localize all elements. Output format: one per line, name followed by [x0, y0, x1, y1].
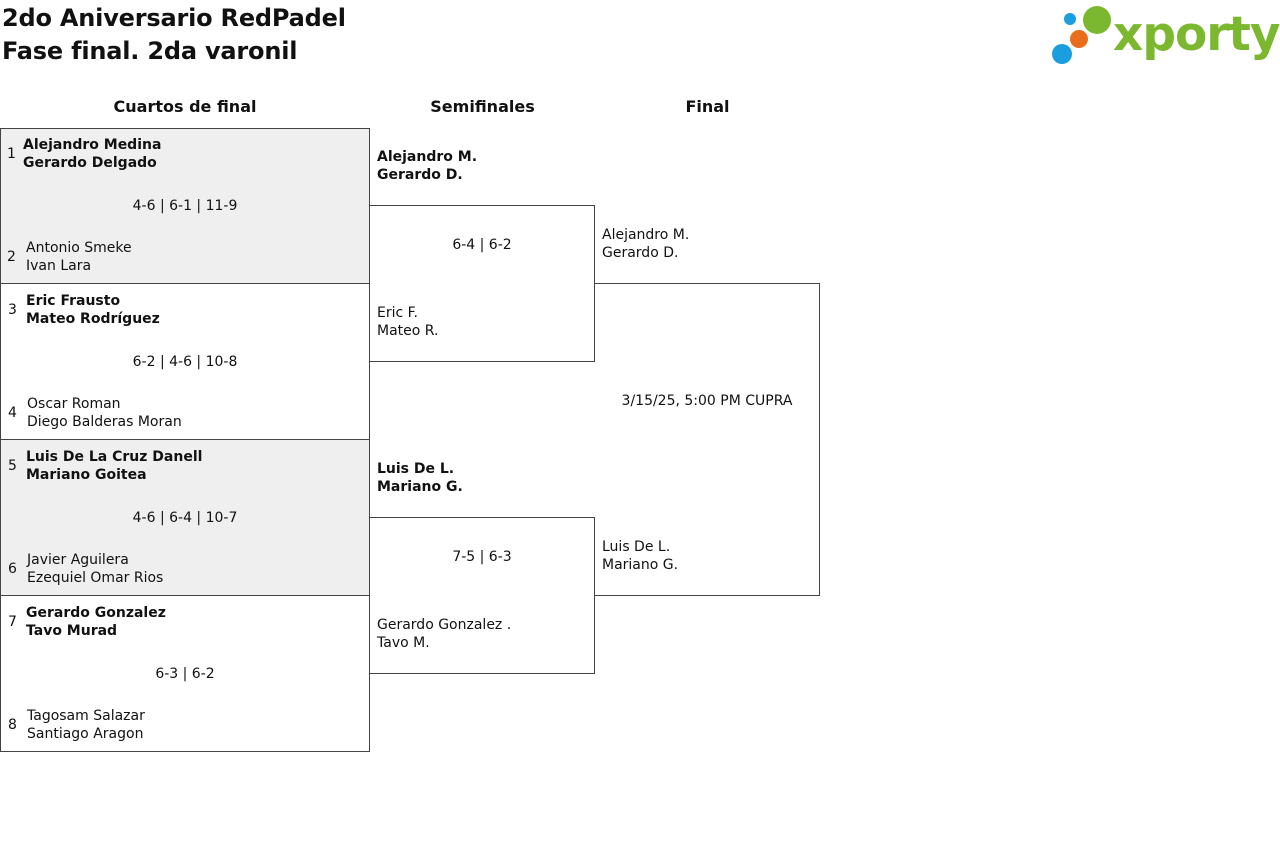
team-loser[interactable]: Gerardo Gonzalez . Tavo M.	[377, 616, 511, 652]
seed-number: 2	[7, 249, 16, 265]
player-name: Tagosam Salazar	[27, 708, 145, 724]
team-winner[interactable]: Gerardo Gonzalez Tavo Murad	[26, 604, 166, 640]
match-score: 6-4 | 6-2	[452, 237, 512, 253]
player-name: Mariano Goitea	[26, 467, 147, 483]
player-name: Gerardo D.	[602, 245, 679, 261]
round-header-semifinals: Semifinales	[430, 97, 535, 116]
round-header-quarterfinals: Cuartos de final	[113, 97, 257, 116]
team-winner[interactable]: Luis De La Cruz Danell Mariano Goitea	[26, 448, 202, 484]
player-name: Ivan Lara	[26, 258, 92, 274]
final-match[interactable]	[594, 283, 820, 596]
team-winner[interactable]: Luis De L. Mariano G.	[377, 460, 463, 496]
match-score: 7-5 | 6-3	[452, 549, 512, 565]
match-score: 6-2 | 4-6 | 10-8	[132, 354, 238, 370]
player-name: Gerardo D.	[377, 167, 463, 183]
player-name: Ezequiel Omar Rios	[27, 570, 164, 586]
player-name: Eric Frausto	[26, 293, 121, 309]
team-loser[interactable]: Antonio Smeke Ivan Lara	[26, 239, 132, 275]
final-team-bottom[interactable]: Luis De L. Mariano G.	[602, 538, 678, 574]
team-winner[interactable]: Eric Frausto Mateo Rodríguez	[26, 292, 160, 328]
player-name: Alejandro M.	[602, 227, 690, 243]
logo-dot-green	[1083, 6, 1111, 34]
seed-number: 1	[7, 146, 16, 162]
player-name: Gerardo Gonzalez	[26, 605, 166, 621]
round-header-final: Final	[685, 97, 730, 116]
seed-number: 7	[8, 614, 17, 630]
team-loser[interactable]: Javier Aguilera Ezequiel Omar Rios	[27, 551, 163, 587]
team-winner[interactable]: Alejandro Medina Gerardo Delgado	[23, 136, 161, 172]
seed-number: 3	[8, 302, 17, 318]
quarterfinal-match-1[interactable]	[0, 128, 370, 284]
player-name: Tavo Murad	[26, 623, 118, 639]
team-loser[interactable]: Oscar Roman Diego Balderas Moran	[27, 395, 182, 431]
player-name: Antonio Smeke	[26, 240, 132, 256]
final-team-top[interactable]: Alejandro M. Gerardo D.	[602, 226, 689, 262]
match-score: 4-6 | 6-4 | 10-7	[132, 510, 238, 526]
seed-number: 8	[8, 717, 17, 733]
match-score: 6-3 | 6-2	[155, 666, 215, 682]
player-name: Luis De La Cruz Danell	[26, 449, 203, 465]
team-winner[interactable]: Alejandro M. Gerardo D.	[377, 148, 477, 184]
player-name: Diego Balderas Moran	[27, 414, 182, 430]
quarterfinal-match-3[interactable]	[0, 439, 370, 596]
seed-number: 5	[8, 458, 17, 474]
player-name: Mariano G.	[602, 557, 679, 573]
player-name: Luis De L.	[377, 461, 455, 477]
logo-dot-blue	[1052, 44, 1072, 64]
player-name: Mateo R.	[377, 323, 439, 339]
player-name: Alejandro Medina	[23, 137, 162, 153]
seed-number: 6	[8, 561, 17, 577]
player-name: Mariano G.	[377, 479, 463, 495]
player-name: Gerardo Delgado	[23, 155, 157, 171]
match-schedule: 3/15/25, 5:00 PM CUPRA	[621, 393, 793, 409]
player-name: Luis De L.	[602, 539, 671, 555]
player-name: Alejandro M.	[377, 149, 478, 165]
match-score: 4-6 | 6-1 | 11-9	[132, 198, 238, 214]
logo-dot-orange	[1070, 30, 1088, 48]
seed-number: 4	[8, 405, 17, 421]
player-name: Oscar Roman	[27, 396, 121, 412]
player-name: Gerardo Gonzalez .	[377, 617, 512, 633]
player-name: Mateo Rodríguez	[26, 311, 160, 327]
player-name: Santiago Aragon	[27, 726, 144, 742]
page-title: 2do Aniversario RedPadel	[2, 4, 346, 32]
logo-wordmark: xporty	[1113, 7, 1280, 62]
team-loser[interactable]: Eric F. Mateo R.	[377, 304, 438, 340]
xporty-logo[interactable]: xporty	[1050, 4, 1280, 68]
player-name: Tavo M.	[377, 635, 430, 651]
logo-dot-blue-small	[1064, 13, 1076, 25]
player-name: Javier Aguilera	[27, 552, 129, 568]
team-loser[interactable]: Tagosam Salazar Santiago Aragon	[27, 707, 145, 743]
page-subtitle: Fase final. 2da varonil	[2, 37, 298, 65]
player-name: Eric F.	[377, 305, 418, 321]
